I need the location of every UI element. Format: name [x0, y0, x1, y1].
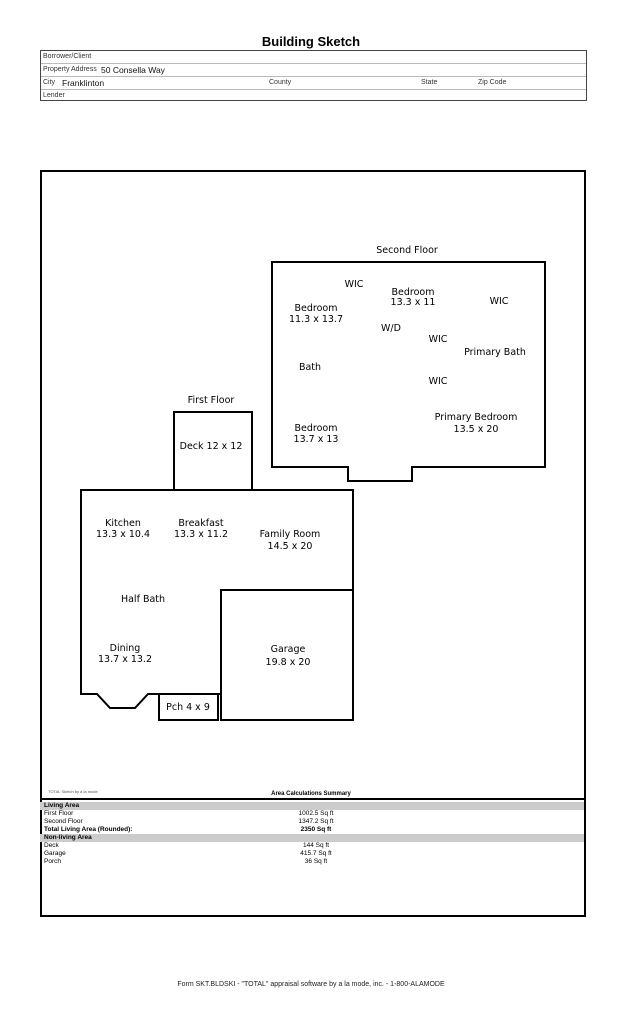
room-label: Bedroom: [295, 423, 338, 434]
page-title: Building Sketch: [261, 34, 361, 49]
room-dim: 11.3 x 13.7: [289, 314, 343, 325]
lender-label: Lender: [43, 92, 65, 99]
summary-row: Second Floor 1347.2 Sq ft: [40, 818, 584, 826]
summary-row: Deck 144 Sq ft: [40, 842, 584, 850]
row-label: Second Floor: [44, 818, 83, 825]
room-label: WIC: [429, 334, 448, 345]
state-label: State: [421, 79, 438, 86]
row-label: Porch: [44, 858, 61, 865]
garage-outline: [220, 589, 354, 721]
first-floor-outline: [80, 489, 354, 709]
room-label: WIC: [490, 296, 509, 307]
room-label: W/D: [381, 323, 401, 334]
room-label: Pch 4 x 9: [166, 702, 210, 713]
room-dim: 14.5 x 20: [268, 541, 313, 552]
room-dim: 13.7 x 13.2: [98, 654, 152, 665]
summary-row: First Floor 1002.5 Sq ft: [40, 810, 584, 818]
room-label: Bedroom: [295, 303, 338, 314]
summary-row: Garage 415.7 Sq ft: [40, 850, 584, 858]
room-label: Primary Bath: [464, 347, 526, 358]
row-label: Total Living Area (Rounded):: [44, 826, 133, 833]
row-label: Garage: [44, 850, 66, 857]
row-value: 415.7 Sq ft: [300, 850, 332, 857]
living-area-header: Living Area: [40, 802, 584, 810]
row-label: First Floor: [44, 810, 74, 817]
subject-info-table: Borrower/Client Property Address 50 Conse…: [40, 50, 587, 101]
summary-row: Porch 36 Sq ft: [40, 858, 584, 866]
sketch-frame: [40, 170, 586, 917]
room-label: Family Room: [260, 529, 321, 540]
room-dim: 13.7 x 13: [294, 434, 339, 445]
city-value: Franklinton: [62, 78, 105, 88]
room-label: Kitchen: [105, 518, 141, 529]
sketch-credit: TOTAL Sketch by a la mode: [48, 789, 98, 794]
room-label: Primary Bedroom: [435, 412, 518, 423]
room-label: WIC: [429, 376, 448, 387]
room-label: Deck 12 x 12: [180, 441, 243, 452]
room-label: Garage: [271, 644, 306, 655]
first-floor-label: First Floor: [188, 395, 235, 406]
row-value: 1347.2 Sq ft: [298, 818, 334, 825]
area-summary: Living Area First Floor 1002.5 Sq ft Seco…: [40, 798, 584, 866]
room-label: Bedroom: [392, 287, 435, 298]
row-value: 2350 Sq ft: [300, 826, 332, 833]
county-label: County: [269, 79, 292, 86]
row-label: Deck: [44, 842, 59, 849]
summary-title: Area Calculations Summary: [271, 791, 351, 797]
room-dim: 13.3 x 11: [391, 297, 436, 308]
room-dim: 13.3 x 10.4: [96, 529, 150, 540]
row-value: 1002.5 Sq ft: [298, 810, 334, 817]
city-label: City: [43, 79, 56, 86]
room-label: Bath: [299, 362, 321, 373]
room-label: Half Bath: [121, 594, 165, 605]
porch-outline: [158, 693, 219, 721]
address-value: 50 Consella Way: [101, 65, 165, 75]
room-dim: 13.3 x 11.2: [174, 529, 228, 540]
total-row: Total Living Area (Rounded): 2350 Sq ft: [40, 826, 584, 834]
row-value: 144 Sq ft: [302, 842, 330, 849]
room-label: Dining: [110, 643, 141, 654]
borrower-label: Borrower/Client: [43, 53, 92, 60]
room-label: Breakfast: [178, 518, 223, 529]
form-footer: Form SKT.BLDSKI - "TOTAL" appraisal soft…: [177, 981, 445, 988]
nonliving-area-header: Non-living Area: [40, 834, 584, 842]
row-value: 36 Sq ft: [304, 858, 328, 865]
second-floor-outline: [271, 261, 546, 482]
second-floor-label: Second Floor: [376, 245, 438, 256]
address-label: Property Address: [43, 66, 97, 73]
room-label: WIC: [345, 279, 364, 290]
room-dim: 13.5 x 20: [454, 424, 499, 435]
room-dim: 19.8 x 20: [266, 657, 311, 668]
zip-label: Zip Code: [478, 79, 507, 86]
